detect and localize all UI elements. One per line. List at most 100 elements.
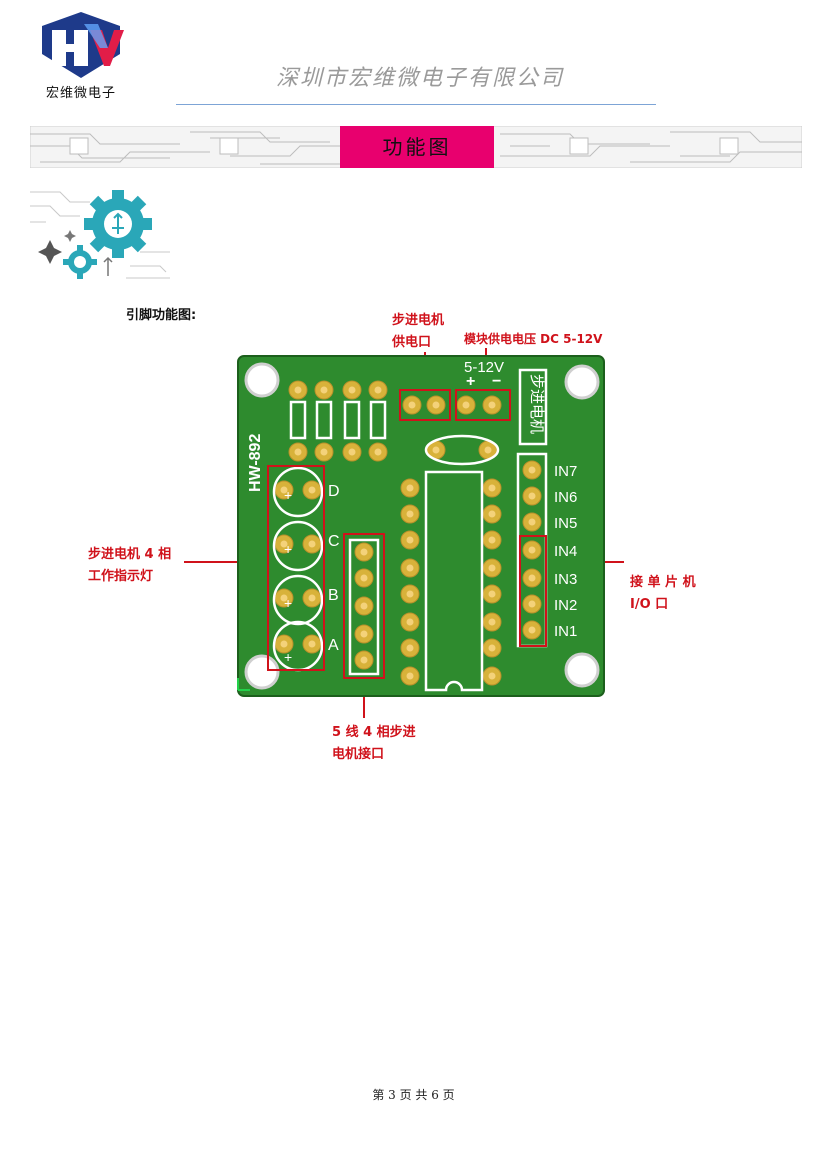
logo-text: 宏维微电子 [45, 86, 116, 101]
mcu-io-label-line2: I/O 口 [630, 597, 669, 612]
pad-hole [280, 594, 288, 602]
pad-hole [408, 401, 416, 409]
motor-label-outline [518, 368, 548, 446]
pad-hole [308, 540, 316, 548]
input-pin-label: IN1 [554, 623, 577, 640]
pad-hole [360, 602, 368, 610]
pad-hole [360, 630, 368, 638]
led-plus-mark: + [284, 595, 292, 611]
resistor-outline [289, 400, 307, 440]
pad-hole [528, 518, 536, 526]
origin-mark [237, 678, 250, 691]
motor-connector-box [343, 533, 385, 679]
input-pin-label: IN4 [554, 543, 577, 560]
pad-hole [528, 546, 536, 554]
minus-sign: − [492, 373, 501, 390]
pad-hole [320, 448, 328, 456]
mcu-io-label-line1: 接 单 片 机 [630, 575, 696, 590]
connector-outline [348, 538, 380, 676]
pad-hole [406, 536, 414, 544]
motor-interface-label: 5 线 4 相步进 电机接口 [332, 722, 416, 766]
gear-illustration [30, 190, 170, 279]
voltage-label: 5-12V [464, 359, 504, 376]
pad-hole [528, 466, 536, 474]
phase-letter: A [328, 637, 339, 654]
pad-hole [488, 564, 496, 572]
pad-hole [406, 672, 414, 680]
motor-interface-label-line1: 5 线 4 相步进 [332, 725, 416, 740]
motor-interface-label-line2: 电机接口 [332, 747, 385, 762]
pad-hole [406, 644, 414, 652]
pad-hole [488, 536, 496, 544]
page-footer: 第 3 页 共 6 页 [372, 1088, 455, 1102]
pad-hole [360, 574, 368, 582]
pad-hole [484, 446, 492, 454]
board-model: HW-892 [247, 434, 264, 492]
pad-hole [348, 448, 356, 456]
company-name: 深圳市宏维微电子有限公司 [275, 66, 564, 91]
mcu-io-box [519, 535, 547, 647]
motor-power-label: 步进电机 供电口 [392, 310, 444, 354]
pad-hole [360, 656, 368, 664]
pad-hole [406, 618, 414, 626]
pad-hole [488, 672, 496, 680]
pad-hole [280, 540, 288, 548]
pad-hole [348, 386, 356, 394]
capacitor-outline [424, 434, 500, 466]
pad-hole [488, 644, 496, 652]
led-outline [272, 574, 324, 626]
pad-hole [488, 618, 496, 626]
pad-hole [308, 594, 316, 602]
pad-hole [406, 510, 414, 518]
pad-hole [406, 590, 414, 598]
led-plus-mark: + [284, 487, 292, 503]
input-pin-label: IN5 [554, 515, 577, 532]
input-pin-label: IN2 [554, 597, 577, 614]
led-plus-mark: + [284, 649, 292, 665]
resistor-outline [369, 400, 387, 440]
pad-hole [406, 564, 414, 572]
pad-hole [432, 401, 440, 409]
pad-hole [280, 640, 288, 648]
led-outline [272, 466, 324, 518]
led-group-box [267, 465, 325, 671]
pad-hole [294, 448, 302, 456]
pad-hole [374, 386, 382, 394]
indicator-label: 步进电机 4 相 工作指示灯 [88, 544, 171, 588]
indicator-label-line1: 步进电机 4 相 [88, 547, 172, 562]
pad-hole [406, 484, 414, 492]
resistor-outline [315, 400, 333, 440]
phase-letter: B [328, 587, 339, 604]
pad-hole [488, 590, 496, 598]
module-power-label: 模块供电电压 DC 5-12V [464, 332, 603, 346]
motor-power-label-line1: 步进电机 [392, 313, 445, 328]
indicator-label-line2: 工作指示灯 [88, 569, 154, 584]
pad-hole [528, 600, 536, 608]
resistor-outline [343, 400, 361, 440]
pad-hole [462, 401, 470, 409]
plus-sign: + [466, 373, 475, 390]
header-divider [176, 104, 656, 105]
phase-letter: C [328, 533, 340, 550]
input-pin-label: IN3 [554, 571, 577, 588]
pad-hole [280, 486, 288, 494]
pad-hole [528, 492, 536, 500]
pad-hole [528, 626, 536, 634]
banner-title: 功能图 [340, 126, 494, 168]
motor-power-box [399, 389, 451, 421]
motor-silk-label: 步进电机 [528, 374, 546, 434]
input-pin-label: IN7 [554, 463, 577, 480]
pad-hole [488, 510, 496, 518]
motor-power-label-line2: 供电口 [392, 335, 432, 350]
led-plus-mark: + [284, 541, 292, 557]
pad-hole [488, 484, 496, 492]
module-power-box [455, 389, 511, 421]
section-title: 引脚功能图: [126, 308, 197, 323]
pad-hole [432, 446, 440, 454]
company-logo [42, 12, 124, 78]
pad-hole [320, 386, 328, 394]
led-outline [272, 520, 324, 572]
mcu-io-label: 接 单 片 机 I/O 口 [630, 572, 696, 616]
pad-hole [294, 386, 302, 394]
pad-hole [360, 548, 368, 556]
